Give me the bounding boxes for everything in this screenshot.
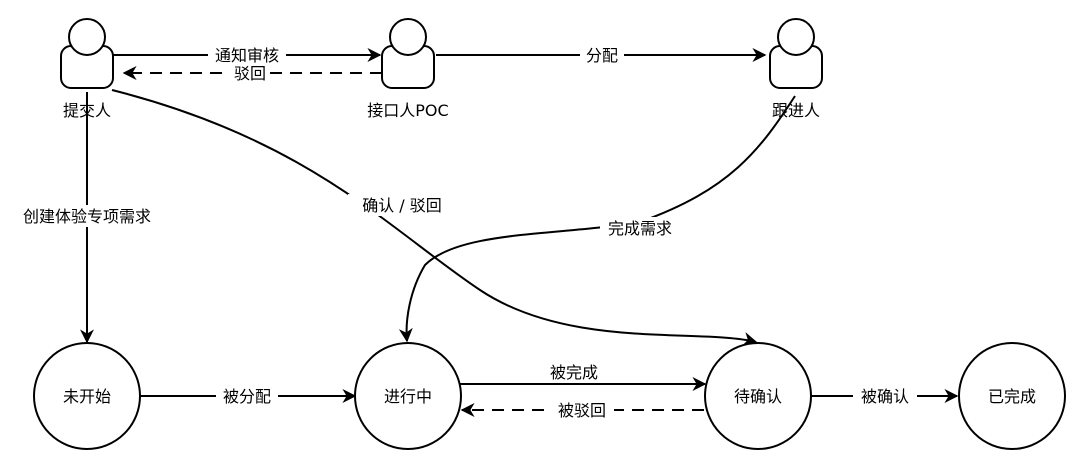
actor-poc-label: 接口人POC (367, 101, 448, 120)
label-rejected: 被驳回 (558, 401, 606, 420)
state-pending: 待确认 (704, 342, 812, 450)
edge-confirm-reject (111, 89, 758, 346)
state-done-label: 已完成 (988, 387, 1036, 406)
actor-poc: 接口人POC (367, 18, 449, 120)
person-head-icon (68, 18, 106, 56)
label-confirmed: 被确认 (861, 387, 909, 406)
label-complete-request: 完成需求 (608, 219, 672, 238)
state-in-progress-label: 进行中 (384, 387, 432, 406)
state-pending-label: 待确认 (734, 387, 782, 406)
state-done: 已完成 (958, 342, 1066, 450)
actor-follower-label: 跟进人 (772, 101, 820, 120)
label-completed: 被完成 (550, 363, 598, 382)
label-notify-review: 通知审核 (215, 46, 279, 65)
label-assigned: 被分配 (223, 387, 271, 406)
edge-complete-request (398, 95, 796, 343)
person-head-icon (777, 18, 815, 56)
state-not-started-label: 未开始 (63, 387, 111, 406)
label-assign: 分配 (586, 46, 618, 65)
person-head-icon (389, 18, 427, 56)
label-create-request: 创建体验专项需求 (23, 207, 151, 226)
state-in-progress: 进行中 (354, 342, 462, 450)
label-confirm-reject: 确认 / 驳回 (362, 196, 442, 215)
actor-submitter-label: 提交人 (63, 101, 111, 120)
actor-submitter: 提交人 (60, 18, 114, 120)
label-reject-top: 驳回 (234, 64, 266, 83)
state-not-started: 未开始 (33, 342, 141, 450)
actor-follower: 跟进人 (769, 18, 823, 120)
